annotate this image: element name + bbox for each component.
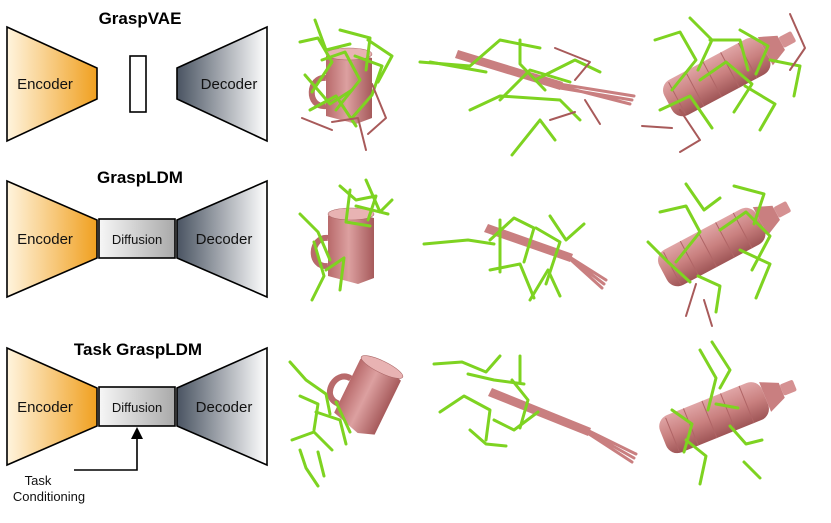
diffusion-block — [98, 386, 176, 427]
grasp-set-row2-bottle-invalid — [685, 283, 713, 327]
decoder-label: Decoder — [196, 399, 253, 416]
fork-icon — [488, 388, 638, 464]
decoder-block — [176, 179, 268, 299]
grasp-set-row1-mug-invalid — [301, 83, 387, 151]
diffusion-label: Diffusion — [112, 400, 162, 415]
conditioning-label-line1: Task — [25, 473, 52, 488]
latent-block — [129, 55, 147, 113]
row-title: GraspVAE — [99, 9, 182, 28]
grasp-set-row2-fork — [422, 214, 586, 302]
grasp-set-row2-bottle — [646, 182, 772, 314]
row-title: Task GraspLDM — [74, 340, 202, 359]
encoder-block — [6, 179, 98, 299]
bottle-icon — [659, 380, 797, 454]
arrow-head-icon — [131, 427, 143, 439]
row-task-graspldm: Task GraspLDM Encoder Diffusion Decoder … — [6, 340, 268, 504]
decoder-block — [176, 346, 268, 467]
grasp-set-row1-bottle-invalid — [641, 13, 806, 153]
grasp-set-row3-fork — [432, 354, 540, 448]
encoder-block — [6, 346, 98, 467]
encoder-label: Encoder — [17, 399, 73, 416]
decoder-label: Decoder — [201, 76, 258, 93]
decoder-label: Decoder — [196, 231, 253, 248]
diffusion-block — [98, 218, 176, 259]
grasp-set-row1-fork — [418, 38, 602, 157]
encoder-label: Encoder — [17, 231, 73, 248]
encoder-block — [6, 25, 98, 143]
grasp-set-row2-mug — [298, 178, 394, 302]
row-graspvae: GraspVAE Encoder Decoder — [6, 9, 268, 143]
diffusion-label: Diffusion — [112, 232, 162, 247]
conditioning-arrow — [74, 436, 138, 471]
bottle-icon — [658, 201, 791, 287]
grasp-set-row3-bottle — [670, 340, 764, 486]
grasp-set-row3-mug — [288, 360, 352, 488]
decoder-block — [176, 25, 268, 143]
conditioning-label-line2: Conditioning — [13, 489, 85, 504]
row-graspldm: GraspLDM Encoder Diffusion Decoder — [6, 168, 268, 299]
fork-icon — [455, 50, 636, 106]
grasp-set-row1-bottle — [653, 16, 802, 132]
encoder-label: Encoder — [17, 76, 73, 93]
grasp-set-row1-fork-invalid — [549, 47, 601, 125]
mug-icon — [310, 207, 375, 284]
row-title: GraspLDM — [97, 168, 183, 187]
mug-icon — [326, 355, 404, 435]
grasp-set-row1-mug — [298, 18, 394, 128]
